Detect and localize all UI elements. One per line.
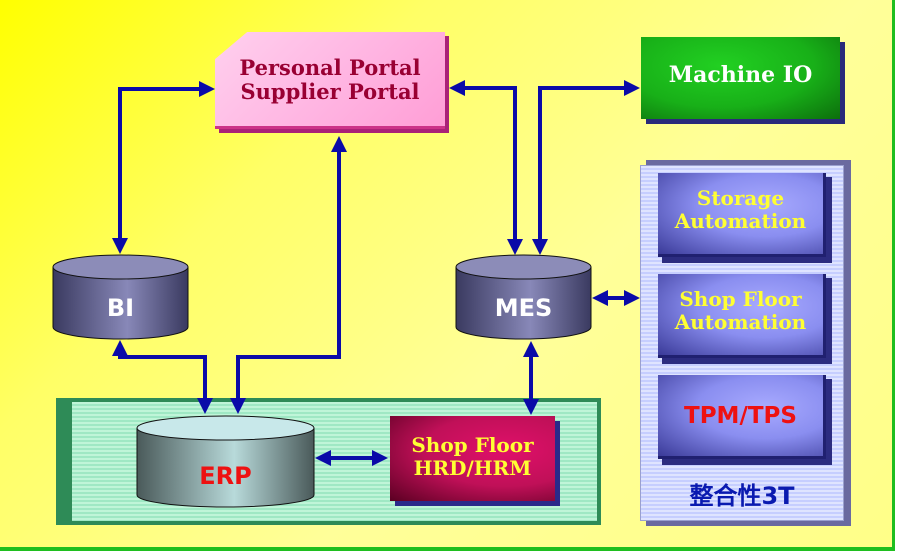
mes-database: MES	[455, 254, 592, 340]
shop-floor-automation-line2: Automation	[674, 310, 807, 334]
erp-label: ERP	[199, 462, 252, 490]
automation-panel: Storage Automation Shop Floor Automation…	[640, 165, 844, 521]
shop-floor-automation-line1: Shop Floor	[679, 287, 802, 311]
storage-automation-label: Storage Automation	[658, 187, 823, 233]
erp-cylinder-icon	[136, 415, 315, 508]
mes-label: MES	[494, 294, 553, 322]
tpm-tps-label: TPM/TPS	[684, 403, 797, 429]
portal-box: Personal Portal Supplier Portal	[215, 32, 445, 129]
tpm-tps-box: TPM/TPS	[658, 375, 826, 459]
shop-floor-hrd-label: Shop Floor HRD/HRM	[390, 434, 555, 480]
bi-cylinder-icon	[52, 254, 189, 340]
portal-label-line2: Supplier Portal	[240, 79, 420, 105]
shop-floor-hrd-line2: HRD/HRM	[413, 456, 532, 480]
machine-io-box: Machine IO	[641, 37, 840, 119]
portal-label-line1: Personal Portal	[239, 55, 421, 80]
shop-floor-automation-label: Shop Floor Automation	[658, 288, 823, 334]
shop-floor-hrd-line1: Shop Floor	[411, 433, 534, 457]
storage-automation-box: Storage Automation	[658, 173, 826, 257]
shop-floor-automation-box: Shop Floor Automation	[658, 274, 826, 358]
portal-label: Personal Portal Supplier Portal	[215, 55, 445, 105]
erp-database: ERP	[136, 415, 315, 508]
mes-cylinder-icon	[455, 254, 592, 340]
storage-automation-line2: Automation	[674, 209, 807, 233]
machine-io-label: Machine IO	[668, 62, 813, 88]
storage-automation-line1: Storage	[696, 186, 785, 210]
bi-label: BI	[106, 294, 135, 322]
bi-database: BI	[52, 254, 189, 340]
shop-floor-hrd-box: Shop Floor HRD/HRM	[390, 416, 555, 501]
automation-panel-caption: 整合性3T	[689, 482, 795, 510]
